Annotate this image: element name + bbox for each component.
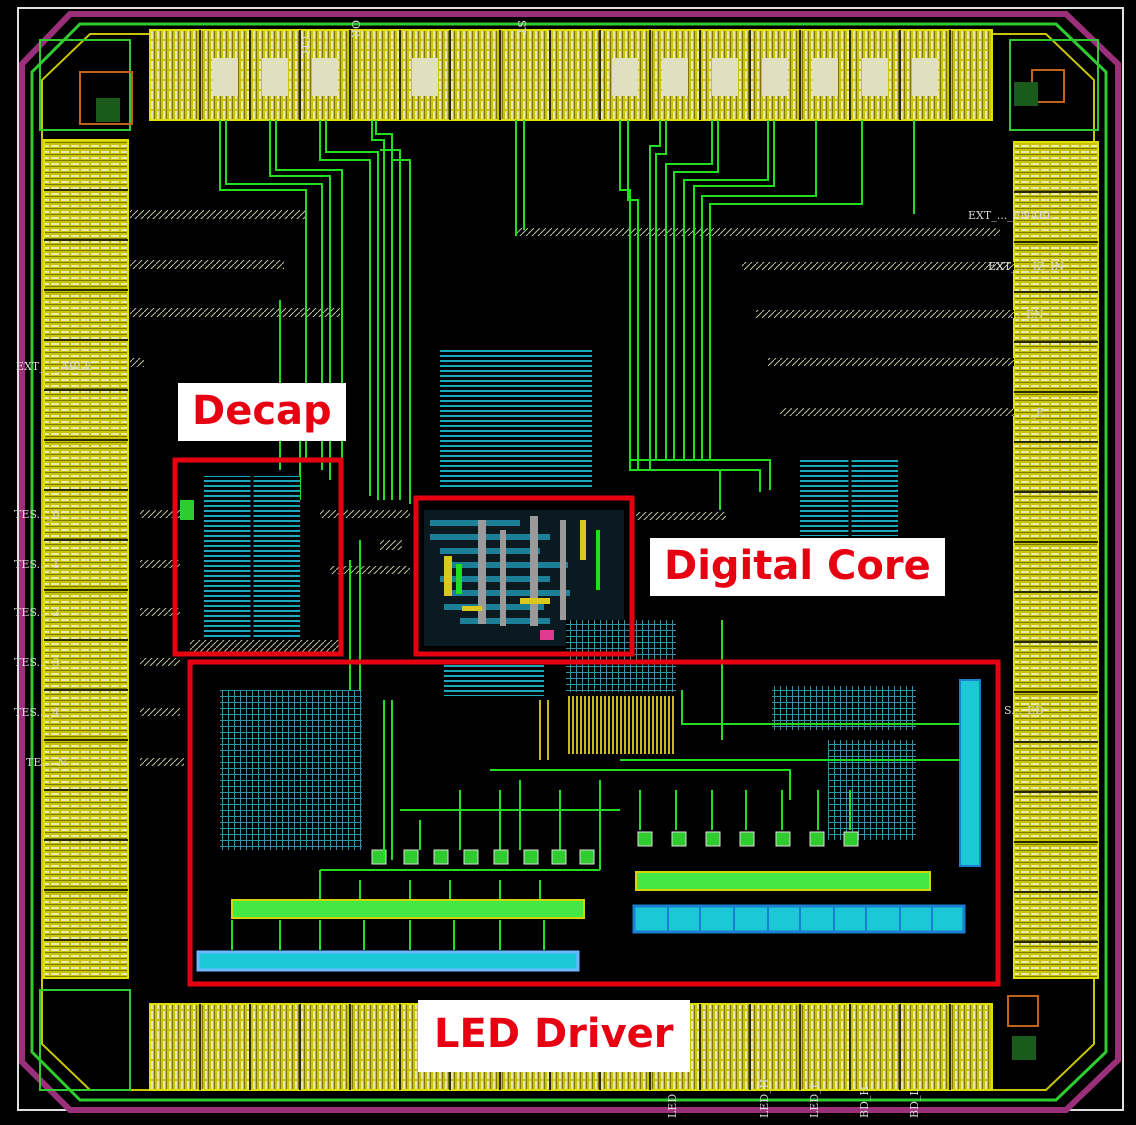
pin-label-right-1: EXT_..._ENABL <box>968 209 1054 222</box>
led-driver-callout: LED Driver <box>418 1000 690 1072</box>
pin-label-left-4: TES..._2 <box>14 606 60 619</box>
pin-label-top-3: ST <box>515 20 528 36</box>
pin-label-left-3: TES..._1 <box>14 558 60 571</box>
pin-label-left-6: TES..._4 <box>14 706 60 719</box>
decap-block <box>180 476 340 654</box>
pin-label-bottom-3: LED_L <box>808 1080 821 1118</box>
pin-label-left-5: TES..._3 <box>14 656 60 669</box>
left-pad-ring <box>43 139 129 979</box>
corner-cells <box>39 39 1099 1091</box>
led-driver-outline <box>187 659 1001 987</box>
led-driver-contents <box>196 620 981 972</box>
top-pad-ring <box>149 29 993 121</box>
pin-label-top-2: OR <box>349 20 362 38</box>
left-signal-buses <box>130 210 340 766</box>
green-routing <box>219 120 915 720</box>
pin-label-left-1: EXT_..._ABLE <box>16 360 92 373</box>
pin-label-left-7: TE..._N <box>26 756 67 769</box>
pin-label-right-5: S..._ED <box>1004 704 1044 717</box>
annotation-boxes <box>172 457 1001 987</box>
pin-labels: EXT_..._ENABL EXT_..._IZ_IN ..._EN ..._E… <box>14 20 1065 1118</box>
pin-label-right-3: ..._EN <box>1010 308 1044 321</box>
right-signal-buses <box>320 228 1014 574</box>
pin-label-bottom-5: BD_L <box>908 1088 921 1118</box>
decap-callout: Decap <box>178 383 346 441</box>
center-cap-array <box>440 350 898 696</box>
digital-core-outline <box>413 495 635 657</box>
digital-core-callout: Digital Core <box>650 538 945 596</box>
decap-outline <box>172 457 344 657</box>
pin-label-bottom-4: BD_H <box>858 1086 871 1118</box>
pin-label-right-4: ..._E <box>1020 406 1044 419</box>
pin-label-right-2: EXT_..._IZ_IN <box>988 260 1065 273</box>
pin-label-top-1: CH <box>299 36 312 54</box>
pin-label-bottom-1: LED <box>666 1094 679 1118</box>
pin-label-left-2: TES..._0 <box>14 508 60 521</box>
pin-label-bottom-2: LED_H <box>758 1079 771 1118</box>
right-pad-ring <box>1013 141 1099 979</box>
